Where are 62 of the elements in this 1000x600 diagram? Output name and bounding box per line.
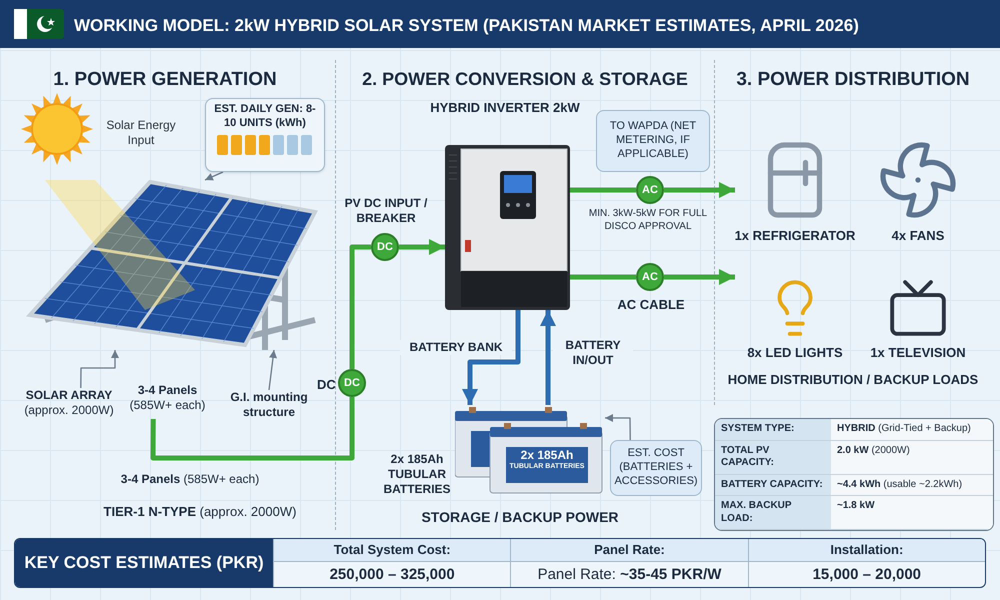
leader-arrow <box>268 350 277 390</box>
caption-text: 3-4 Panels <box>136 383 198 398</box>
title: WORKING MODEL: 2kW HYBRID SOLAR SYSTEM (PAKISTAN MARKET ESTIMATES, APRIL 2026) <box>74 15 859 37</box>
caption-text: 3-4 Panels (585W+ each) <box>120 471 260 488</box>
table-header-cell: Total System Cost: <box>273 539 510 562</box>
section-heading: 3. POWER DISTRIBUTION <box>735 68 971 92</box>
cost-heading: KEY COST ESTIMATES (PKR) <box>24 552 264 574</box>
caption-text: TIER-1 N-TYPE (approx. 2000W) <box>102 503 298 521</box>
cable-arrow <box>399 238 445 255</box>
connector-badge: DC <box>371 233 399 261</box>
section-heading: 2. POWER CONVERSION & STORAGE <box>361 68 689 91</box>
callout-text: EST. DAILY GEN: 8-10 UNITS (kWh) <box>213 103 317 130</box>
section-heading: 1. POWER GENERATION <box>52 68 278 92</box>
caption-text: STORAGE / BACKUP POWER <box>420 508 620 527</box>
annotation-text: PV DC INPUT / BREAKER <box>344 196 428 226</box>
cable-arrow <box>540 310 556 405</box>
table-cell: Panel Rate: ~35-45 PKR/W <box>510 562 748 587</box>
device-heading: HYBRID INVERTER 2kW <box>429 99 581 117</box>
cable-arrow <box>462 310 520 405</box>
table-cell: 2.0 kW (2000W) <box>831 440 993 474</box>
connector-badge: AC <box>636 263 664 291</box>
annotation-text: MIN. 3kW-5kW FOR FULL DISCO APPROVAL <box>588 208 708 233</box>
appliance-label: 4x FANS <box>892 226 944 244</box>
callout-bubble: EST. COST (BATTERIES + ACCESSORIES) <box>610 440 702 496</box>
table-cell: 250,000 – 325,000 <box>273 562 510 587</box>
annotation-text: DC <box>317 376 337 394</box>
callout-box <box>205 98 325 172</box>
caption-text: (approx. 2000W) <box>23 403 115 418</box>
leader-arrow <box>605 414 631 440</box>
caption-text: Solar Energy Input <box>105 118 177 148</box>
edge-label: BATTERY IN/OUT <box>553 338 633 368</box>
table-header-cell: Installation: <box>748 539 985 562</box>
table-cell: MAX. BACKUP LOAD: <box>715 496 831 530</box>
connector-badge: DC <box>338 369 366 397</box>
table-cell: HYBRID (Grid-Tied + Backup) <box>831 419 993 440</box>
appliance-label: 1x REFRIGERATOR <box>734 226 856 244</box>
cable-arrow <box>664 182 735 198</box>
table-cell: SYSTEM TYPE: <box>715 419 831 440</box>
callout-bubble: TO WAPDA (NET METERING, IF APPLICABLE) <box>596 110 710 172</box>
appliance-label: 1x TELEVISION <box>870 344 966 362</box>
annotation-text: AC CABLE <box>616 296 686 314</box>
caption-text: SOLAR ARRAY <box>24 388 114 403</box>
leader-arrow <box>80 350 119 388</box>
cable-line <box>150 397 354 460</box>
table-cell: TOTAL PV CAPACITY: <box>715 440 831 474</box>
appliance-label: 8x LED LIGHTS <box>747 344 843 362</box>
connector-badge: AC <box>636 176 664 204</box>
cable-arrow <box>664 269 735 285</box>
caption-text: G.I. mounting structure <box>229 390 309 420</box>
cable-line <box>570 188 636 193</box>
table-cell: 15,000 – 20,000 <box>748 562 985 587</box>
caption-text: 2x 185Ah TUBULAR BATTERIES <box>382 452 452 497</box>
cable-line <box>570 274 636 280</box>
battery-label: 2x 185Ah <box>520 447 574 463</box>
table-cell: ~4.4 kWh (usable ~2.2kWh) <box>831 474 993 496</box>
table-cell: BATTERY CAPACITY: <box>715 474 831 496</box>
caption-text: (585W+ each) <box>128 398 206 413</box>
caption-text: HOME DISTRIBUTION / BACKUP LOADS <box>726 371 980 389</box>
cable-line <box>350 244 371 369</box>
table-header-cell: Panel Rate: <box>510 539 748 562</box>
edge-label: BATTERY BANK <box>400 340 512 355</box>
leader-arrow <box>204 171 224 181</box>
